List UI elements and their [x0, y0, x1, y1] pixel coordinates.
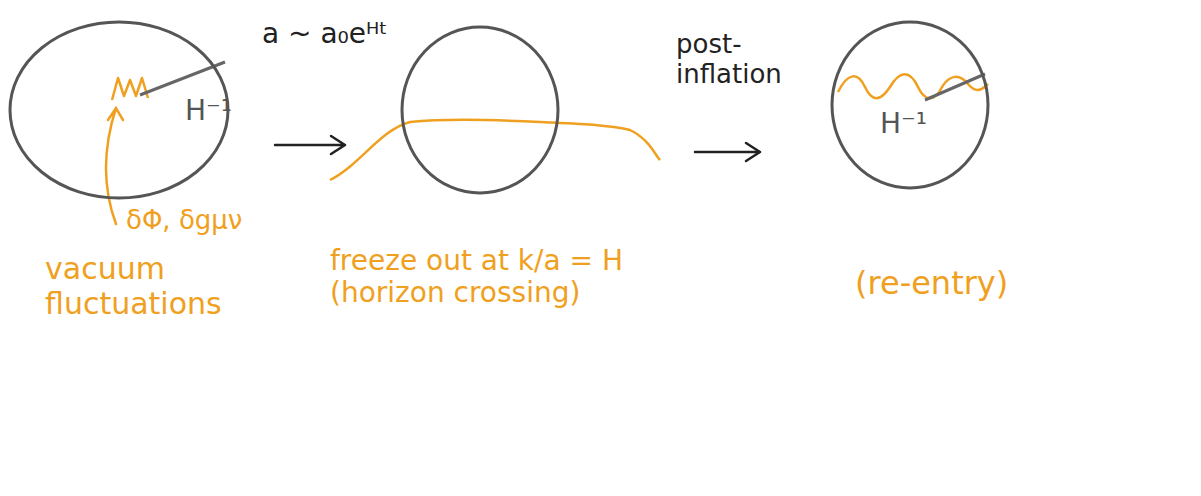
arrow-label: post-inflation: [676, 30, 816, 90]
horizon-circle: H⁻¹(re-entry): [830, 20, 990, 190]
radius-label: H⁻¹: [185, 95, 232, 127]
radius-line: [140, 62, 225, 95]
horizon-circle: freeze out at k/a = H (horizon crossing): [400, 25, 560, 195]
stage-caption: vacuum fluctuations: [45, 252, 260, 321]
transition-arrow: [695, 143, 760, 161]
pointer-arrow: [106, 108, 123, 224]
perturbation-label: δΦ, δgμν: [126, 206, 242, 236]
fluctuation-wave: [112, 78, 148, 100]
circle-outline: [830, 20, 990, 190]
horizon-circle: H⁻¹vacuum fluctuations: [8, 20, 230, 200]
radius-line: [925, 74, 985, 100]
stage-caption: freeze out at k/a = H (horizon crossing): [330, 245, 710, 309]
stage-caption: (re-entry): [855, 265, 1008, 302]
reentered-wave: [838, 74, 988, 98]
arrow-label: a ~ a₀eᴴᵗ: [262, 18, 388, 50]
transition-arrow: [275, 136, 345, 154]
circle-outline: [400, 25, 560, 195]
radius-label: H⁻¹: [880, 108, 927, 140]
frozen-wave: [330, 120, 660, 180]
